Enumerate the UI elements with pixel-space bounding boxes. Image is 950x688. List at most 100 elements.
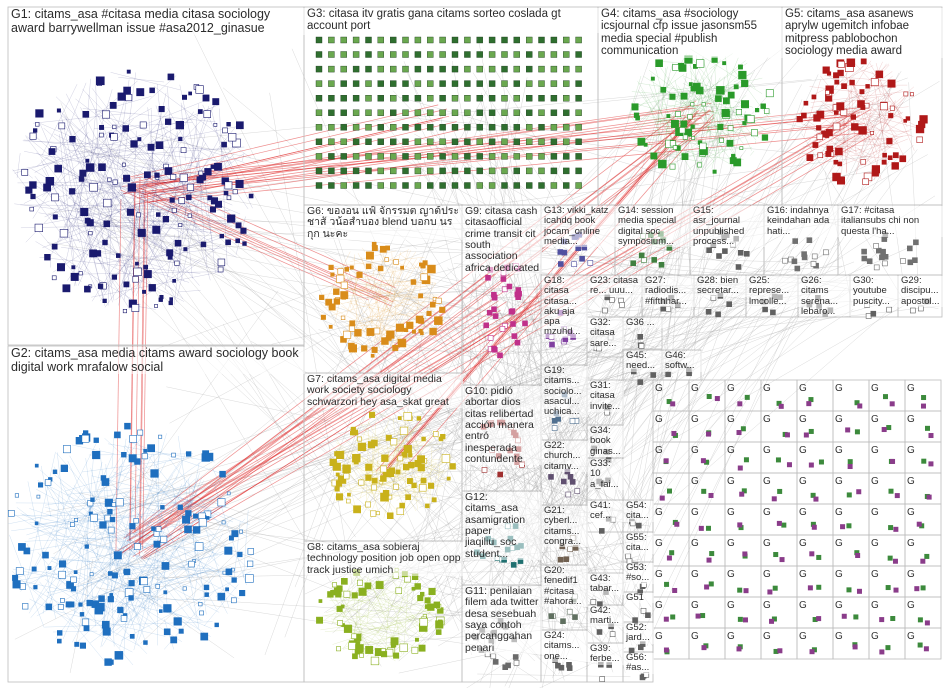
node xyxy=(74,571,77,574)
node xyxy=(477,81,483,87)
node xyxy=(164,591,167,594)
node xyxy=(917,137,923,143)
node xyxy=(436,298,441,303)
node xyxy=(328,37,334,43)
node xyxy=(652,257,657,262)
node xyxy=(159,610,162,613)
node xyxy=(558,557,563,562)
node xyxy=(551,139,557,145)
node xyxy=(440,81,446,87)
node xyxy=(403,168,409,174)
node xyxy=(378,110,384,116)
node xyxy=(893,527,898,532)
node xyxy=(20,584,26,590)
node xyxy=(502,139,508,145)
node xyxy=(144,587,150,593)
node xyxy=(834,160,838,164)
node xyxy=(514,95,520,101)
group-label-small: G xyxy=(763,445,771,456)
node xyxy=(845,427,850,432)
node xyxy=(124,282,129,287)
node xyxy=(563,337,568,342)
node xyxy=(140,122,146,128)
node xyxy=(477,124,483,130)
node xyxy=(888,525,893,530)
node xyxy=(371,485,376,490)
node xyxy=(353,168,359,174)
edge xyxy=(628,76,641,118)
group-label-small: G xyxy=(835,383,843,394)
node xyxy=(201,176,205,180)
node xyxy=(179,137,183,141)
node xyxy=(551,183,557,189)
node xyxy=(79,177,84,182)
node xyxy=(390,153,396,159)
node xyxy=(539,110,545,116)
node xyxy=(90,514,97,521)
node xyxy=(214,163,221,170)
node xyxy=(43,552,49,558)
node xyxy=(452,139,458,145)
node xyxy=(103,240,108,245)
node xyxy=(33,129,37,133)
node xyxy=(57,631,62,636)
node xyxy=(112,275,117,280)
edge xyxy=(99,580,174,635)
node xyxy=(863,179,869,185)
node xyxy=(917,522,922,527)
node xyxy=(37,495,40,498)
node xyxy=(174,618,182,626)
node xyxy=(744,588,749,593)
node xyxy=(415,124,421,130)
node xyxy=(134,544,140,550)
node xyxy=(220,234,224,238)
node xyxy=(855,429,860,434)
node xyxy=(848,459,853,464)
node xyxy=(378,266,383,271)
node xyxy=(415,168,421,174)
node xyxy=(328,95,334,101)
group-label-g19: G19: citams... sociolo... asacul... uchi… xyxy=(542,366,588,417)
node xyxy=(808,585,813,590)
node xyxy=(755,108,759,112)
group-label-small: G xyxy=(871,507,879,518)
node xyxy=(226,569,232,575)
group-label-small: G xyxy=(907,600,915,611)
group-label-g30: G30: youtube puscity... xyxy=(851,276,899,307)
node xyxy=(477,139,483,145)
node xyxy=(49,149,55,155)
node xyxy=(99,133,103,137)
node xyxy=(328,110,334,116)
node xyxy=(352,593,358,599)
node xyxy=(80,643,86,649)
node xyxy=(332,583,336,587)
node xyxy=(231,598,236,603)
node xyxy=(920,559,925,564)
node xyxy=(329,325,332,328)
node xyxy=(103,628,110,635)
node xyxy=(336,481,342,487)
node xyxy=(393,345,398,350)
node xyxy=(316,81,322,87)
node xyxy=(846,587,851,592)
node xyxy=(580,256,585,261)
node xyxy=(196,86,204,94)
node xyxy=(838,70,844,76)
node xyxy=(551,95,557,101)
node xyxy=(142,290,145,293)
node xyxy=(816,126,821,131)
node xyxy=(184,248,187,251)
node xyxy=(398,339,406,347)
node xyxy=(30,182,37,189)
node xyxy=(464,153,470,159)
group-label-small: G xyxy=(763,414,771,425)
node xyxy=(63,285,70,292)
node xyxy=(350,266,353,269)
node xyxy=(563,168,569,174)
node xyxy=(35,522,38,525)
node xyxy=(92,451,100,459)
group-label-g43: G43: tabar... xyxy=(588,574,624,595)
node xyxy=(349,345,357,353)
node xyxy=(894,588,899,593)
